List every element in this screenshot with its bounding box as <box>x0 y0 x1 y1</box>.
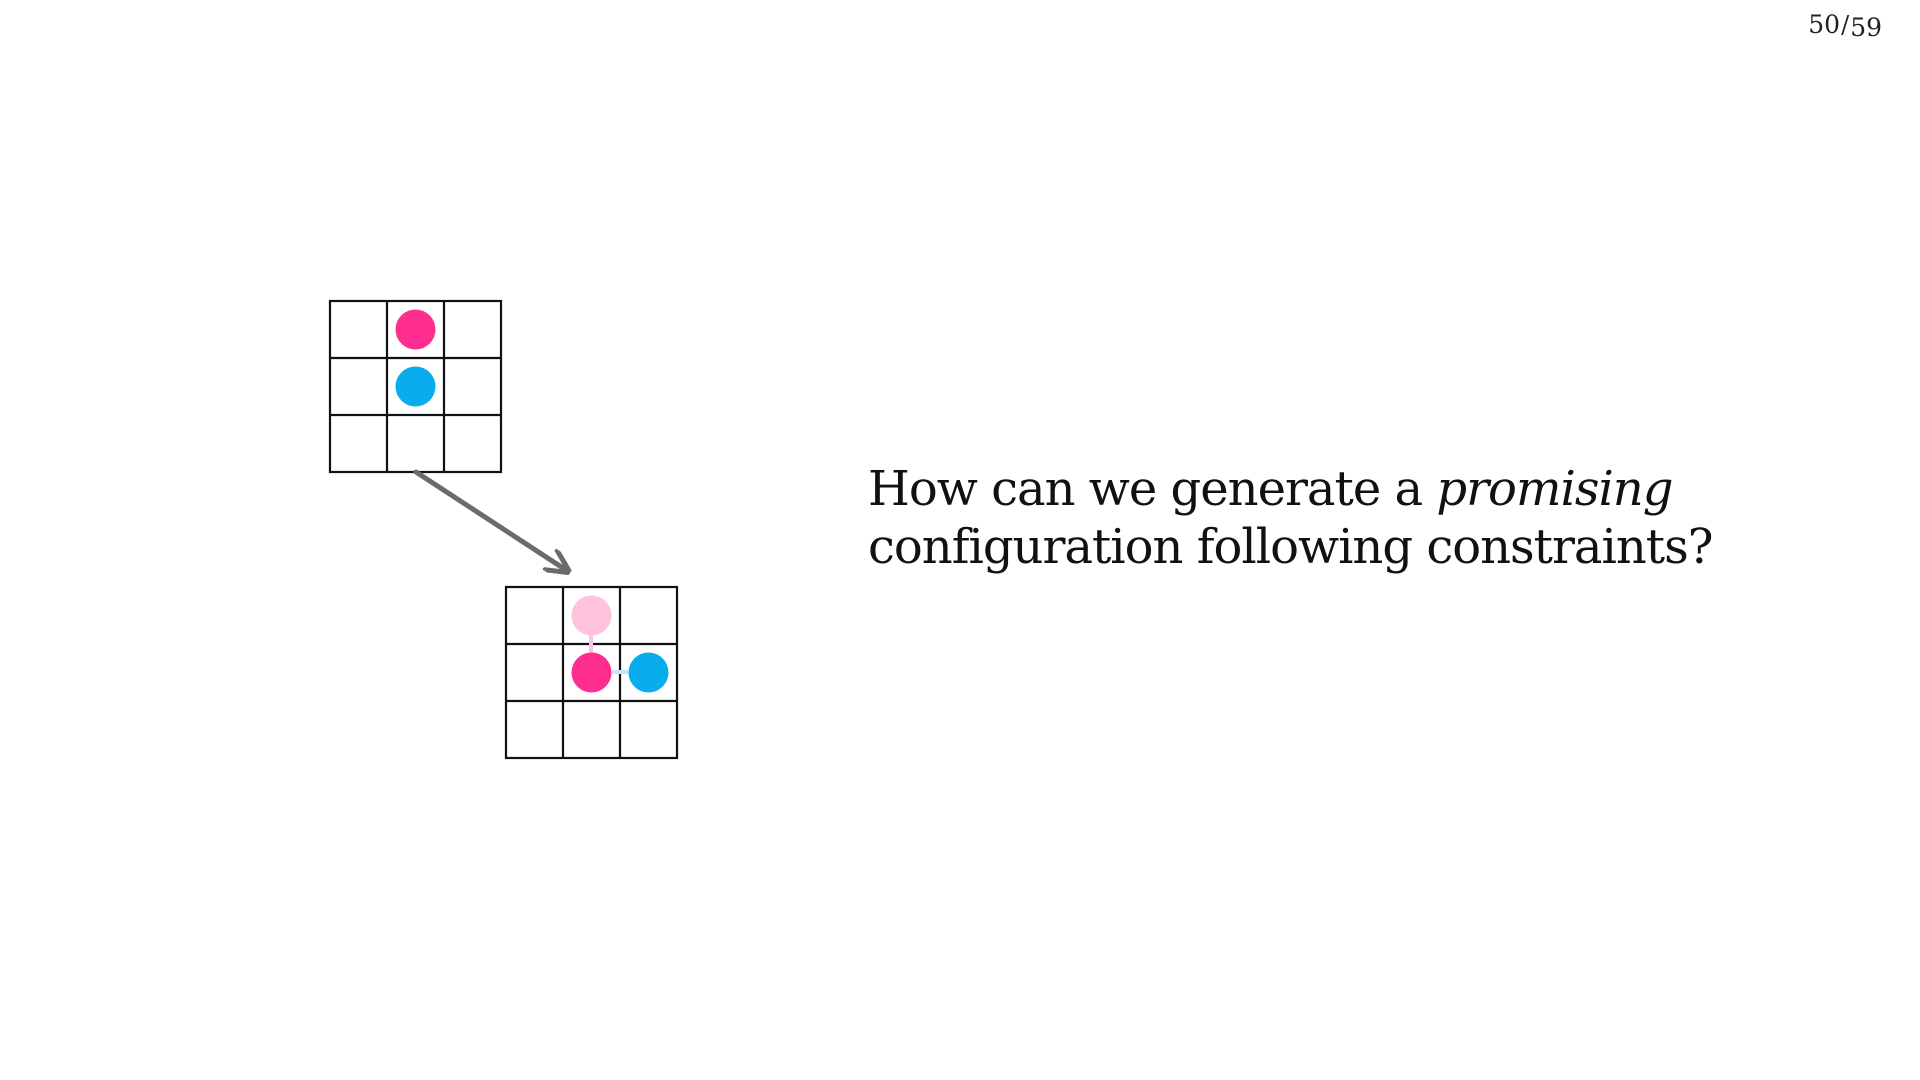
cyan-dot <box>628 652 669 693</box>
transition-arrow <box>413 469 566 570</box>
page-total: 59 <box>1850 13 1882 42</box>
question-line-2: configuration following constraints? <box>868 519 1713 575</box>
question-text: How can we generate a promising configur… <box>868 460 1868 576</box>
diagram-circles <box>395 309 669 693</box>
question-emphasis: promising <box>1436 461 1673 517</box>
grid-border <box>504 585 679 760</box>
question-line-1: How can we generate a promising <box>868 460 1868 518</box>
pink-dot <box>571 652 612 693</box>
result-grid <box>504 585 679 760</box>
pink-dot <box>395 309 436 350</box>
page-separator: / <box>1841 11 1850 39</box>
page-counter: 50/59 <box>1808 10 1882 42</box>
question-line-1-text: How can we generate a <box>868 461 1437 517</box>
pink-faded-dot <box>571 595 612 636</box>
initial-grid <box>328 299 503 474</box>
cyan-dot <box>395 366 436 407</box>
page-current: 50 <box>1808 10 1841 39</box>
